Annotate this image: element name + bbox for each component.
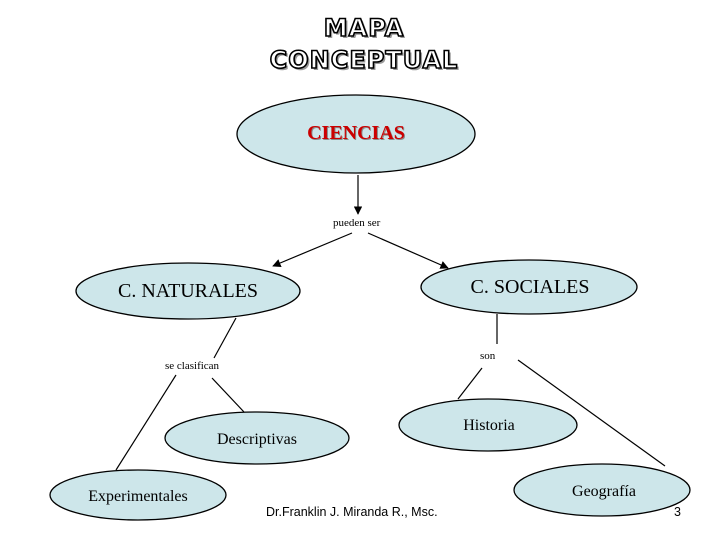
node-descriptivas-shape bbox=[164, 411, 350, 465]
link-label-son: son bbox=[480, 350, 496, 362]
node-historia-shape bbox=[398, 398, 578, 452]
node-naturales: C. NATURALES bbox=[117, 279, 258, 302]
footer-author: Dr.Franklin J. Miranda R., Msc. bbox=[266, 505, 438, 519]
link-label-pueden-ser: pueden ser bbox=[333, 217, 381, 229]
node-experimentales-shape bbox=[49, 469, 227, 521]
connector-to-historia bbox=[457, 367, 483, 400]
connector-to-geografia bbox=[517, 359, 666, 467]
node-descriptivas: Descriptivas bbox=[217, 431, 297, 448]
title-line-2: CONCEPTUAL bbox=[269, 45, 459, 75]
node-ciencias-shape bbox=[236, 94, 476, 174]
node-geografia: Geografía bbox=[572, 483, 636, 500]
title-line-1: MAPA bbox=[323, 13, 405, 43]
connector-to-naturales bbox=[272, 232, 353, 267]
link-label-se-clasifican: se clasifican bbox=[165, 360, 220, 372]
node-experimentales: Experimentales bbox=[88, 488, 188, 505]
connector-naturales-down bbox=[213, 317, 237, 359]
node-historia: Historia bbox=[463, 417, 515, 434]
connector-to-sociales bbox=[367, 232, 449, 269]
node-sociales: C. SOCIALES bbox=[470, 275, 590, 298]
node-naturales-shape bbox=[75, 262, 301, 320]
node-geografia-shape bbox=[513, 463, 691, 517]
node-ciencias: CIENCIAS bbox=[307, 121, 405, 144]
page-number: 3 bbox=[674, 505, 681, 519]
node-sociales-shape bbox=[420, 259, 638, 315]
connector-to-experimentales bbox=[115, 374, 177, 471]
connector-to-descriptivas bbox=[211, 377, 245, 413]
